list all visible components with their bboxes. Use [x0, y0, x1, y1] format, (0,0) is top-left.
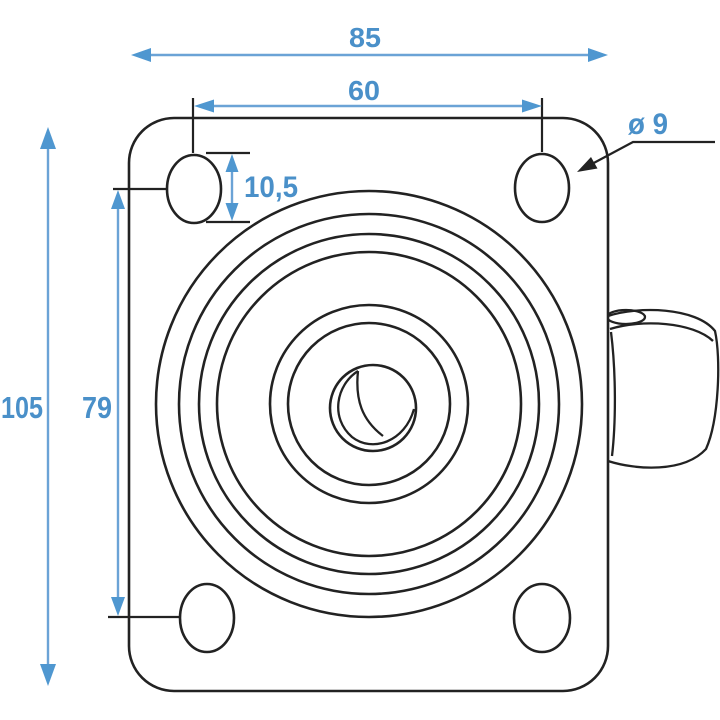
flange-ring-4	[215, 250, 523, 558]
mounting-slot-top-right	[513, 152, 571, 224]
mounting-slot-top-left	[165, 153, 223, 225]
dim-bolt-spacing-height: 79	[82, 187, 180, 619]
plate-outline	[127, 116, 610, 693]
wheel-left-silhouette	[609, 331, 617, 457]
callout-leader-line	[589, 140, 715, 166]
mounting-slot-bottom-left	[178, 582, 236, 654]
mounting-plate	[127, 116, 610, 693]
mounting-slot-bottom-right	[512, 582, 572, 654]
dim-overall-width: 85	[131, 22, 608, 62]
arrow-up-icon	[111, 190, 125, 209]
arrow-left-icon	[131, 48, 151, 62]
wheel-side-view	[608, 308, 720, 469]
kingpin-hole-outline	[328, 363, 418, 453]
kingpin-crescent-arc	[337, 370, 416, 446]
arrow-leader-icon	[577, 157, 598, 172]
arrow-left-icon	[194, 99, 214, 113]
dim-slot-length: 10,5	[206, 151, 298, 224]
dim-slot-length-label: 10,5	[244, 171, 298, 204]
flange-ring-2	[177, 212, 561, 596]
arrow-down-icon	[225, 203, 239, 221]
callout-hole-diameter-label: ø 9	[628, 108, 668, 141]
dim-overall-height: 105	[1, 127, 56, 686]
dim-overall-width-label: 85	[349, 22, 381, 53]
arrow-right-icon	[588, 48, 608, 62]
kingpin-hole	[328, 363, 418, 453]
wheel-tread-edge	[609, 322, 714, 342]
dim-bolt-spacing-width: 60	[191, 75, 544, 153]
dim-overall-height-label: 105	[1, 390, 43, 425]
kingpin-crescent-edge	[356, 370, 384, 437]
arrow-right-icon	[522, 99, 542, 113]
arrow-up-icon	[40, 127, 56, 149]
arrow-down-icon	[40, 664, 56, 686]
callout-hole-diameter: ø 9	[577, 108, 715, 172]
dim-bolt-spacing-height-label: 79	[82, 390, 112, 425]
swivel-flange-rings	[154, 189, 584, 619]
hub-ring-inner	[286, 321, 452, 487]
arrow-down-icon	[111, 597, 125, 616]
arrow-up-icon	[225, 154, 239, 172]
flange-ring-outer	[154, 189, 584, 619]
wheel-outline	[608, 308, 720, 469]
hub-ring-outer	[268, 303, 470, 505]
flange-ring-3	[197, 232, 541, 576]
mounting-slots	[165, 152, 572, 654]
dim-bolt-spacing-width-label: 60	[348, 75, 380, 106]
wheel-hub-boss	[608, 308, 647, 326]
